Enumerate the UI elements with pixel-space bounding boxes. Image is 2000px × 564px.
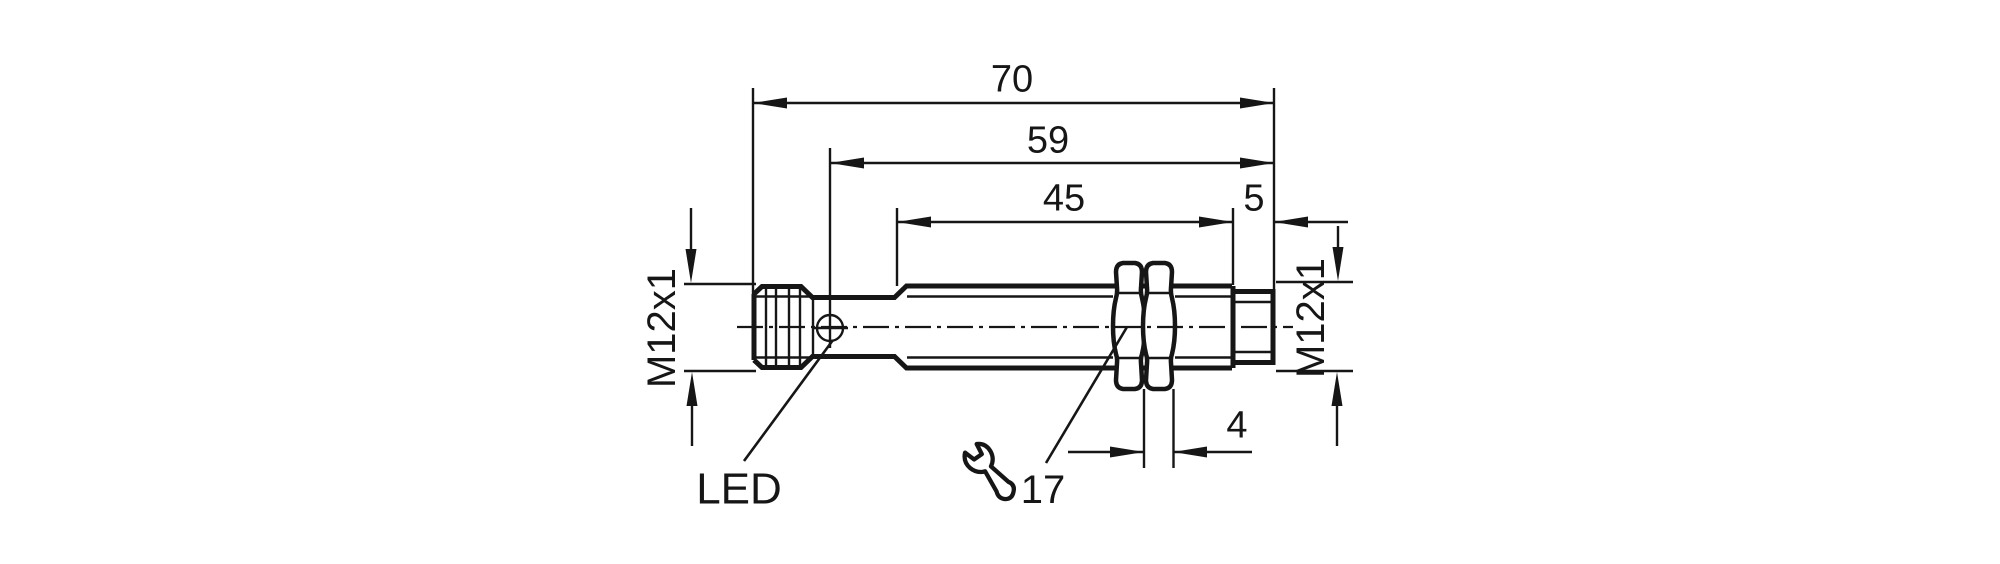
dim-70-label: 70 xyxy=(991,58,1033,100)
dimension-4: 4 xyxy=(1068,389,1252,468)
dim-5-label: 5 xyxy=(1243,177,1264,219)
thread-label-left: M12x1 xyxy=(640,268,684,388)
dimension-59: 59 xyxy=(828,119,1274,310)
led-label: LED xyxy=(696,464,782,513)
wrench-size-label: 17 xyxy=(1021,468,1066,512)
thread-callout-left: M12x1 xyxy=(640,208,756,446)
threaded-barrel xyxy=(907,286,1236,368)
thread-label-right: M12x1 xyxy=(1289,258,1333,378)
wrench-callout: 17 xyxy=(962,326,1129,512)
led-callout: LED xyxy=(696,339,835,513)
sensor-body xyxy=(737,260,1293,392)
dimension-45: 45 xyxy=(895,177,1235,286)
wrench-icon xyxy=(962,441,1016,502)
thread-callout-right: M12x1 xyxy=(1276,226,1353,446)
dim-45-label: 45 xyxy=(1043,177,1085,219)
dimension-5: 5 xyxy=(1243,177,1348,228)
dim-59-label: 59 xyxy=(1027,119,1069,161)
dimension-70: 70 xyxy=(751,58,1276,300)
dim-4-label: 4 xyxy=(1226,404,1247,446)
